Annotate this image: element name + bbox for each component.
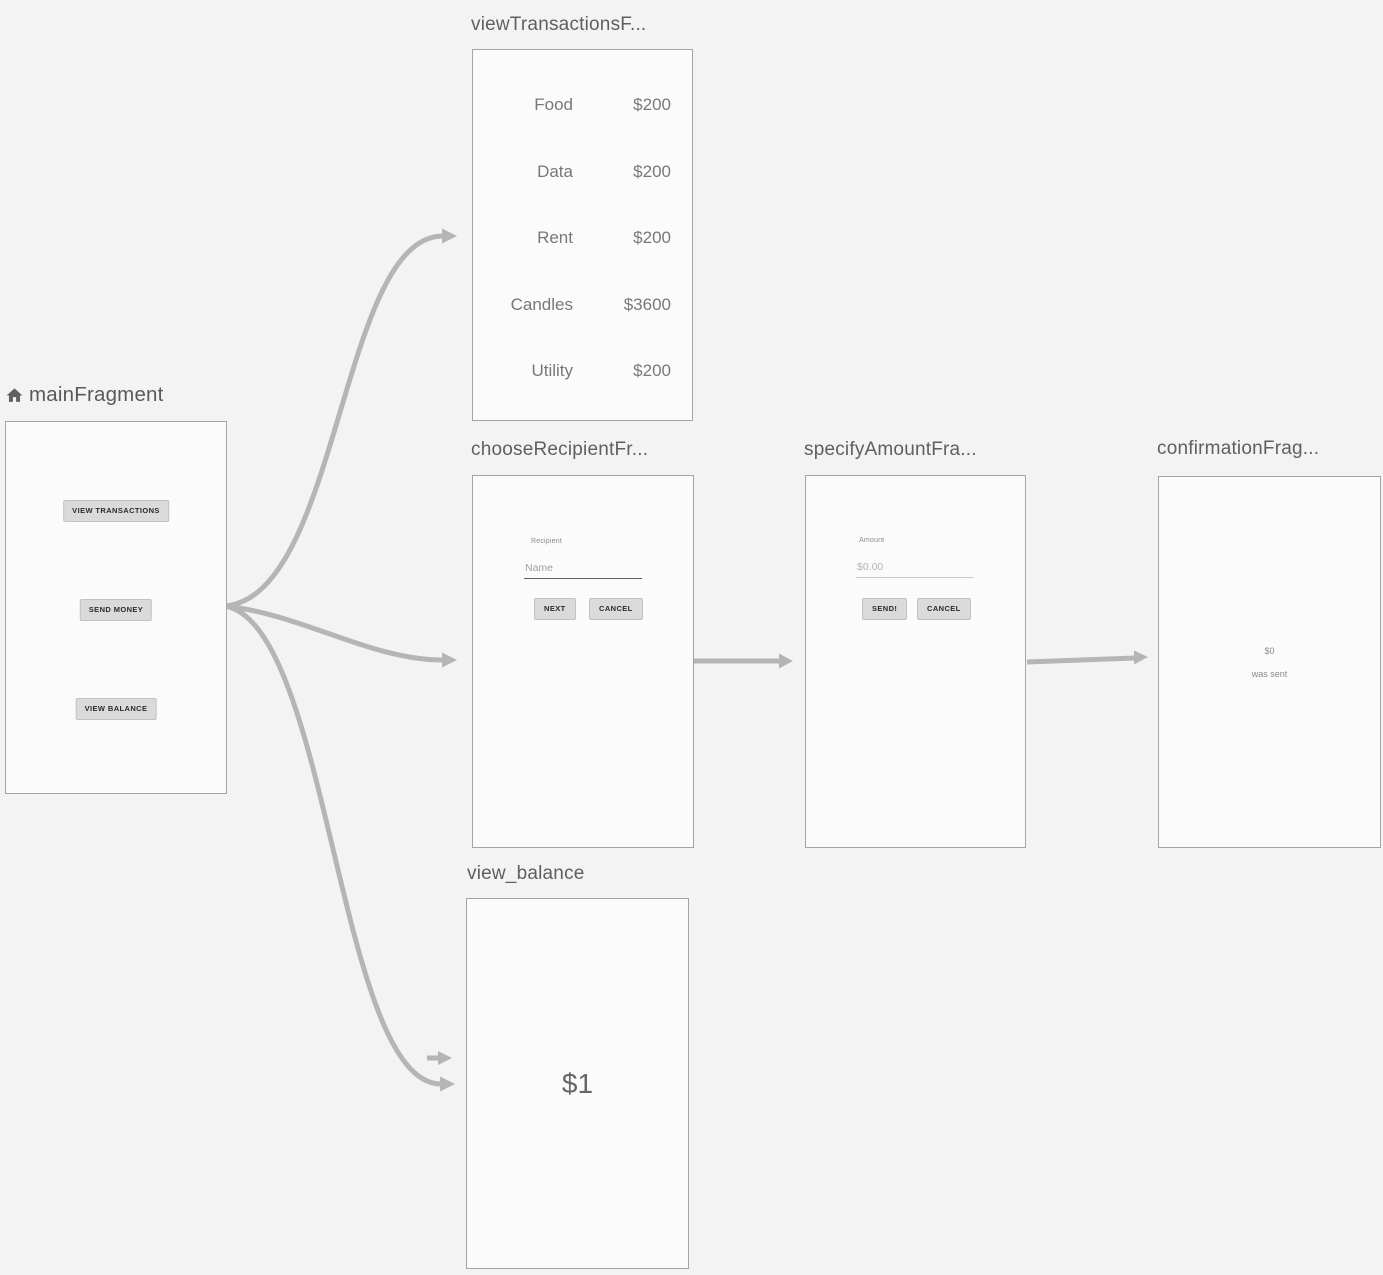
fragment-frame-viewTransactions[interactable]: Food $200 Data $200 Rent $200 Candles $3… [472, 49, 693, 421]
preview-cancel-button: CANCEL [589, 598, 643, 620]
arrowhead-icon [1134, 650, 1148, 665]
fragment-frame-confirmation[interactable]: $0 was sent [1158, 476, 1381, 848]
balance-content: $1 [467, 899, 688, 1268]
transaction-amount: $200 [633, 161, 671, 181]
action-curve[interactable] [224, 603, 442, 1087]
arrowhead-icon [438, 1051, 452, 1065]
fragment-frame-main[interactable]: VIEW TRANSACTIONS SEND MONEY VIEW BALANC… [5, 421, 227, 794]
arrowhead-icon [442, 228, 457, 244]
action-stub-to-viewBalance[interactable] [427, 1051, 452, 1065]
fragment-frame-chooseRecipient[interactable]: Recipient Name NEXT CANCEL [472, 475, 694, 848]
home-icon [6, 387, 23, 402]
action-curve[interactable] [224, 233, 444, 609]
preview-view-balance-button: VIEW BALANCE [75, 698, 157, 720]
confirmation-message: was sent [1251, 668, 1288, 679]
fragment-frame-viewBalance[interactable]: $1 [466, 898, 689, 1269]
transaction-row: Data $200 [473, 139, 692, 206]
transaction-amount: $3600 [623, 294, 671, 314]
preview-send-money-button: SEND MONEY [79, 599, 153, 621]
amount-field-label: Amount [859, 537, 885, 544]
transaction-category: Utility [531, 361, 573, 381]
action-curve[interactable] [224, 603, 444, 663]
transaction-category: Food [534, 95, 573, 115]
transaction-row: Rent $200 [473, 205, 692, 272]
recipient-input-underline [524, 578, 642, 579]
transaction-category: Candles [510, 294, 573, 314]
transaction-row: Utility $200 [473, 338, 692, 405]
action-curve[interactable] [1026, 655, 1136, 665]
transaction-amount: $200 [633, 228, 671, 248]
preview-view-transactions-button: VIEW TRANSACTIONS [63, 500, 169, 522]
arrowhead-icon [442, 652, 457, 668]
fragment-title-main: mainFragment [29, 383, 164, 406]
preview-next-button: NEXT [534, 598, 576, 620]
fragment-title-viewBalance[interactable]: view_balance [467, 863, 585, 884]
action-chooseRecipient-to-specifyAmount[interactable] [694, 653, 793, 669]
transaction-row: Candles $3600 [473, 272, 692, 339]
action-specifyAmount-to-confirmation[interactable] [1026, 650, 1148, 665]
action-main-to-viewBalance[interactable] [224, 603, 455, 1092]
preview-cancel-button: CANCEL [917, 598, 971, 620]
action-main-to-chooseRecipient[interactable] [224, 603, 457, 668]
balance-value: $1 [561, 1067, 594, 1099]
recipient-field-label: Recipient [531, 538, 562, 545]
fragment-title-viewTransactions[interactable]: viewTransactionsF... [471, 14, 647, 35]
transaction-amount: $200 [633, 361, 671, 381]
transaction-amount: $200 [633, 95, 671, 115]
transaction-row: Food $200 [473, 72, 692, 139]
arrowhead-icon [440, 1076, 455, 1092]
action-main-to-viewTransactions[interactable] [224, 228, 457, 609]
transaction-category: Rent [537, 228, 573, 248]
fragment-title-specifyAmount[interactable]: specifyAmountFra... [804, 439, 977, 460]
confirmation-amount: $0 [1264, 645, 1275, 656]
fragment-header-main[interactable]: mainFragment [5, 383, 164, 407]
fragment-frame-specifyAmount[interactable]: Amount $0.00 SEND! CANCEL [805, 475, 1026, 848]
confirmation-content: $0 was sent [1159, 477, 1380, 847]
amount-input: $0.00 [857, 561, 884, 573]
fragment-title-chooseRecipient[interactable]: chooseRecipientFr... [471, 439, 649, 460]
arrowhead-icon [779, 653, 793, 669]
transactions-list: Food $200 Data $200 Rent $200 Candles $3… [473, 50, 692, 420]
fragment-title-confirmation[interactable]: confirmationFrag... [1157, 438, 1320, 459]
recipient-name-input: Name [525, 562, 554, 574]
amount-input-underline [856, 577, 974, 578]
preview-send-button: SEND! [862, 598, 908, 620]
transaction-category: Data [537, 161, 573, 181]
